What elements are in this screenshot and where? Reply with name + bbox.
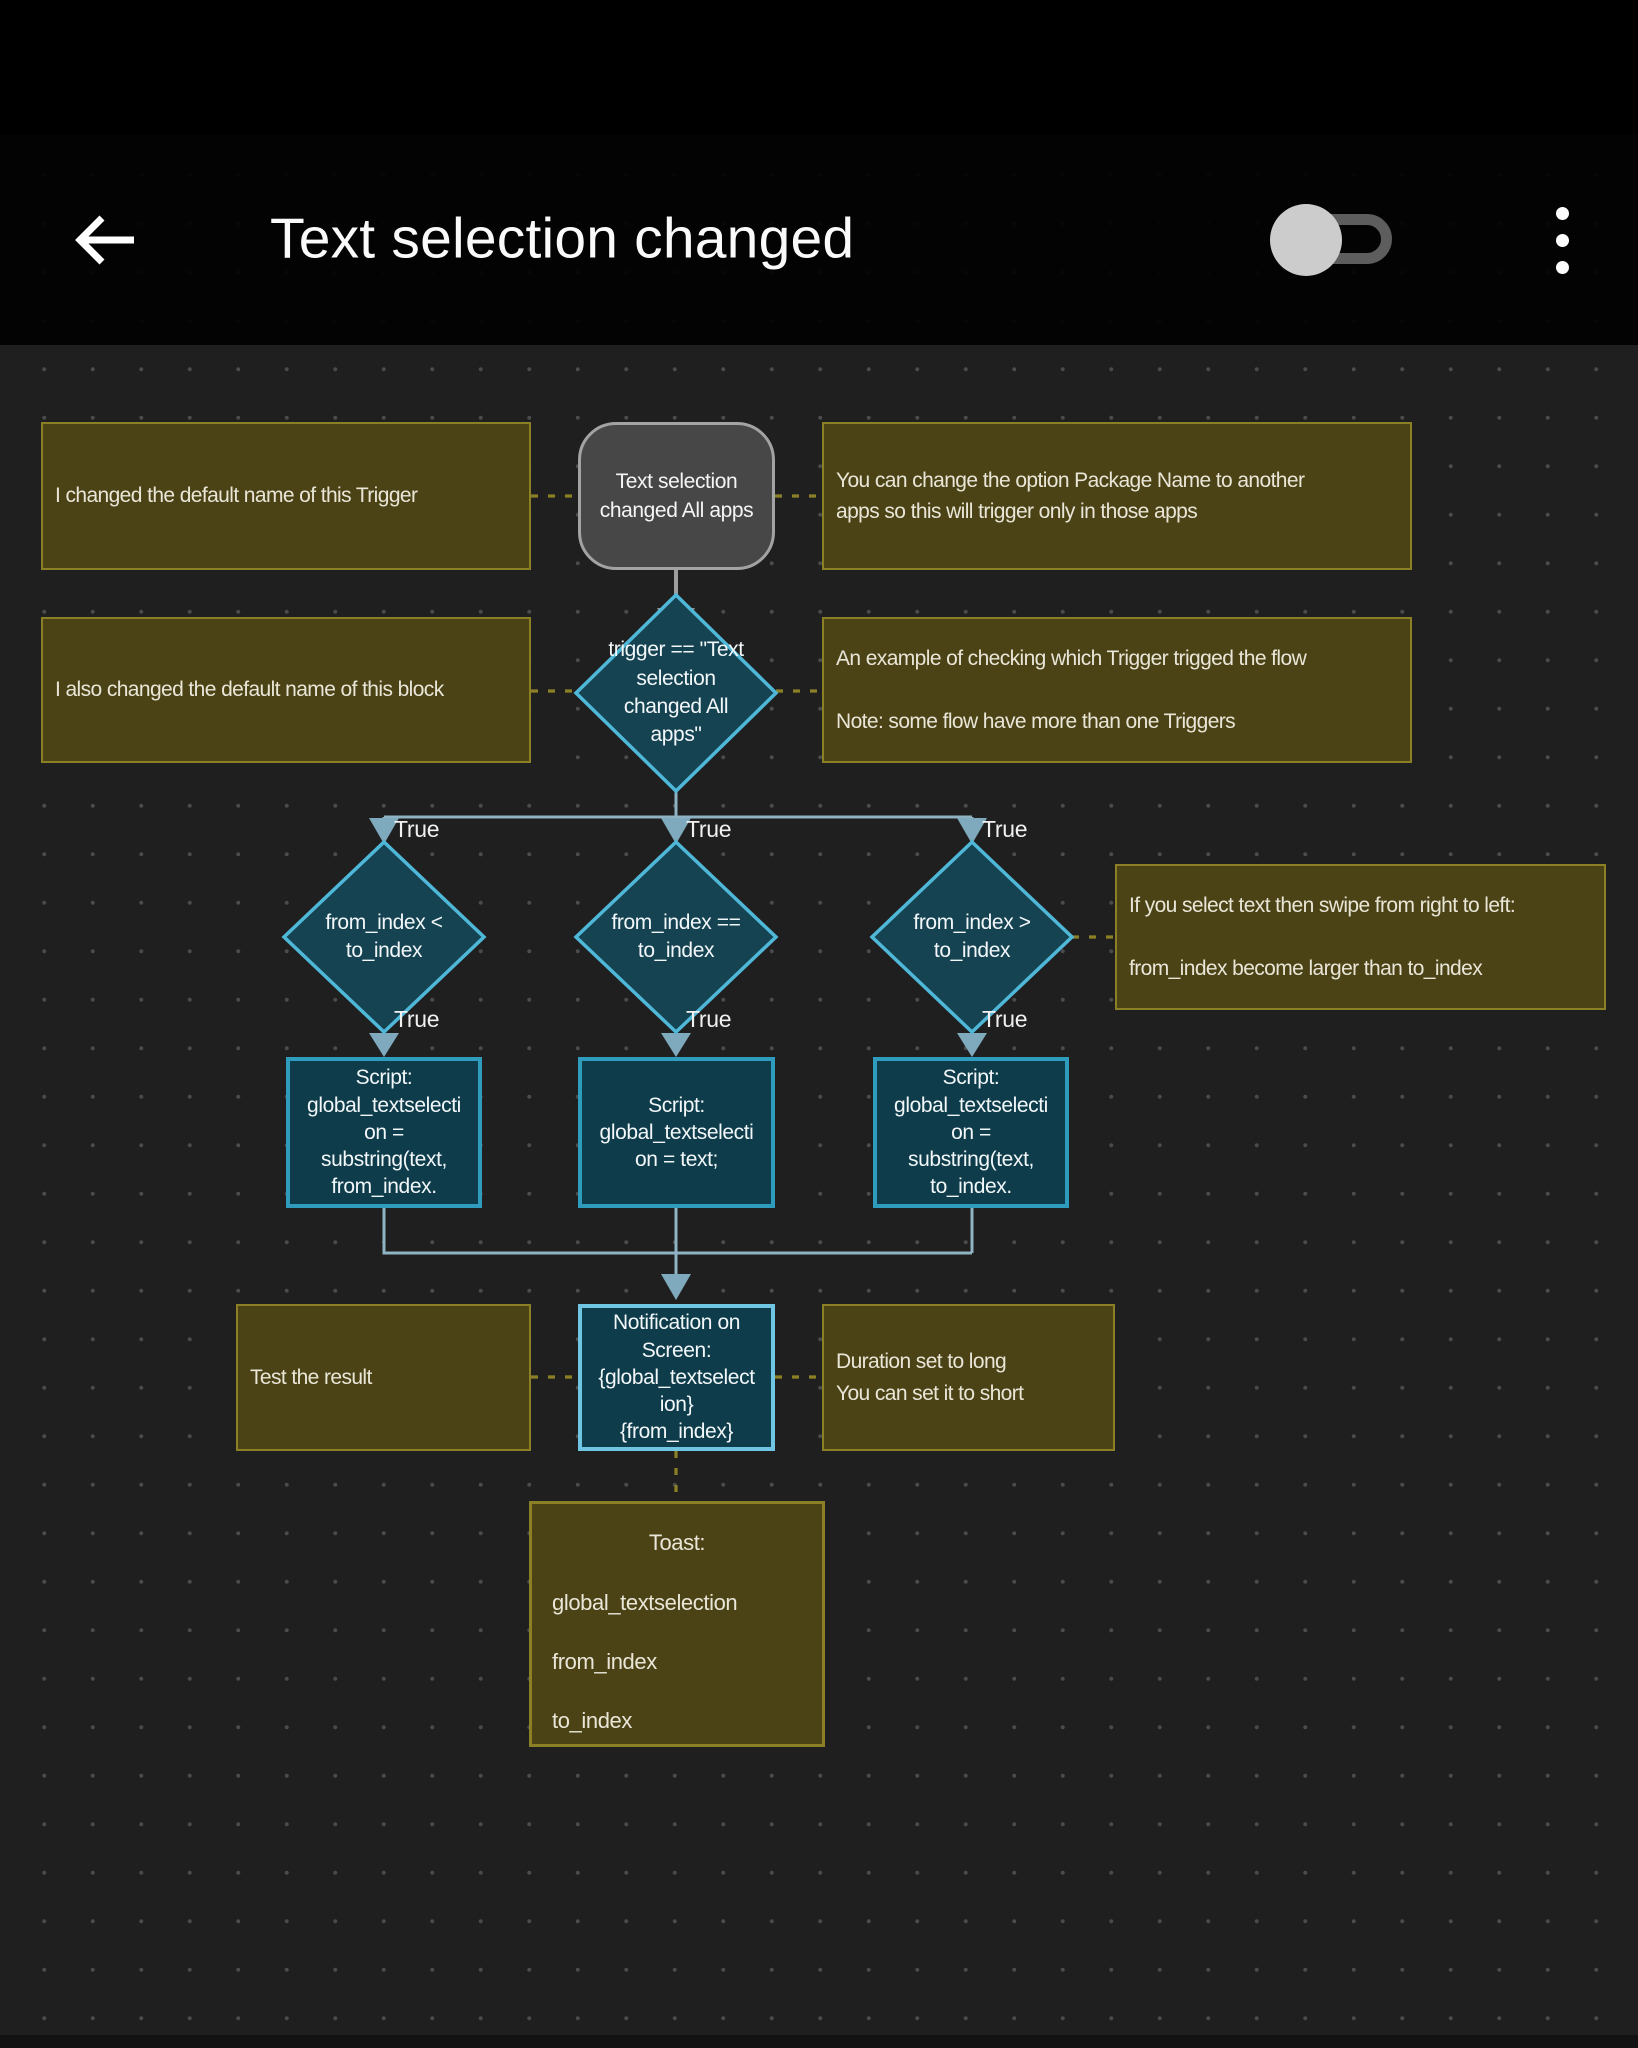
branch-arrowhead-icon [369, 818, 399, 844]
comment-block-trigger-check-note[interactable]: An example of checking which Trigger tri… [822, 617, 1412, 763]
toast-block[interactable]: Toast: global_textselection from_index t… [529, 1501, 825, 1747]
trigger-block[interactable]: Text selection changed All apps [578, 422, 775, 570]
comment-block-block-name[interactable]: I also changed the default name of this … [41, 617, 531, 763]
toggle-thumb [1270, 204, 1342, 276]
toast-title: Toast: [648, 1530, 706, 1555]
decision-diamond-shape [281, 839, 487, 1035]
branch-connector-lines [382, 791, 974, 820]
comment-block-test-result[interactable]: Test the result [236, 1304, 531, 1451]
branch-label-true: True [394, 1006, 440, 1032]
back-button[interactable] [72, 210, 140, 270]
script-block-substring-to[interactable]: Script: global_textselecti on = substrin… [873, 1057, 1069, 1208]
branch-label-true: True [982, 1006, 1028, 1032]
script-arrowhead-icon [661, 1033, 691, 1057]
overflow-menu-button[interactable] [1542, 200, 1582, 280]
comment-block-package-name[interactable]: You can change the option Package Name t… [822, 422, 1412, 570]
branch-arrowhead-icon [661, 818, 691, 844]
toast-line: to_index [552, 1708, 632, 1733]
notification-block[interactable]: Notification on Screen: {global_textsele… [578, 1304, 775, 1451]
gesture-bar-area [0, 2035, 1638, 2048]
branch-label-true: True [686, 1006, 732, 1032]
flow-enabled-toggle[interactable] [1270, 202, 1406, 278]
script-block-text[interactable]: Script: global_textselecti on = text; [578, 1057, 775, 1208]
decision-diamond-shape [573, 592, 779, 794]
back-arrow-icon [75, 215, 134, 265]
decision-diamond-shape [573, 839, 779, 1035]
toast-line: from_index [552, 1649, 657, 1674]
branch-label-true: True [686, 816, 732, 842]
decision-block-from-lt-to[interactable]: from_index < to_index [325, 910, 443, 962]
status-bar [0, 0, 1638, 135]
comment-block-trigger-name[interactable]: I changed the default name of this Trigg… [41, 422, 531, 570]
overflow-menu-icon [1555, 260, 1569, 274]
merge-connector-lines [382, 1208, 974, 1276]
decision-diamond-shape [869, 839, 1075, 1035]
branch-arrowhead-icon [957, 818, 987, 844]
decision-block-trigger-check[interactable]: trigger == "Text selection changed All a… [608, 638, 744, 747]
script-arrowhead-icon [957, 1033, 987, 1057]
page-title: Text selection changed [270, 206, 855, 271]
comment-block-duration[interactable]: Duration set to long You can set it to s… [822, 1304, 1115, 1451]
branch-label-true: True [394, 816, 440, 842]
app-bar: Text selection changed [0, 135, 1638, 345]
decision-block-from-eq-to[interactable]: from_index == to_index [611, 910, 741, 962]
decision-block-from-gt-to[interactable]: from_index > to_index [913, 910, 1031, 962]
toast-line: global_textselection [552, 1590, 738, 1615]
script-arrowhead-icon [369, 1033, 399, 1057]
script-block-substring-from[interactable]: Script: global_textselecti on = substrin… [286, 1057, 482, 1208]
branch-label-true: True [982, 816, 1028, 842]
overflow-menu-icon [1555, 233, 1569, 247]
notification-arrowhead-icon [661, 1274, 691, 1300]
comment-block-swipe-note[interactable]: If you select text then swipe from right… [1115, 864, 1606, 1010]
overflow-menu-icon [1555, 206, 1569, 220]
comment-connector-dashes [531, 494, 1115, 1501]
